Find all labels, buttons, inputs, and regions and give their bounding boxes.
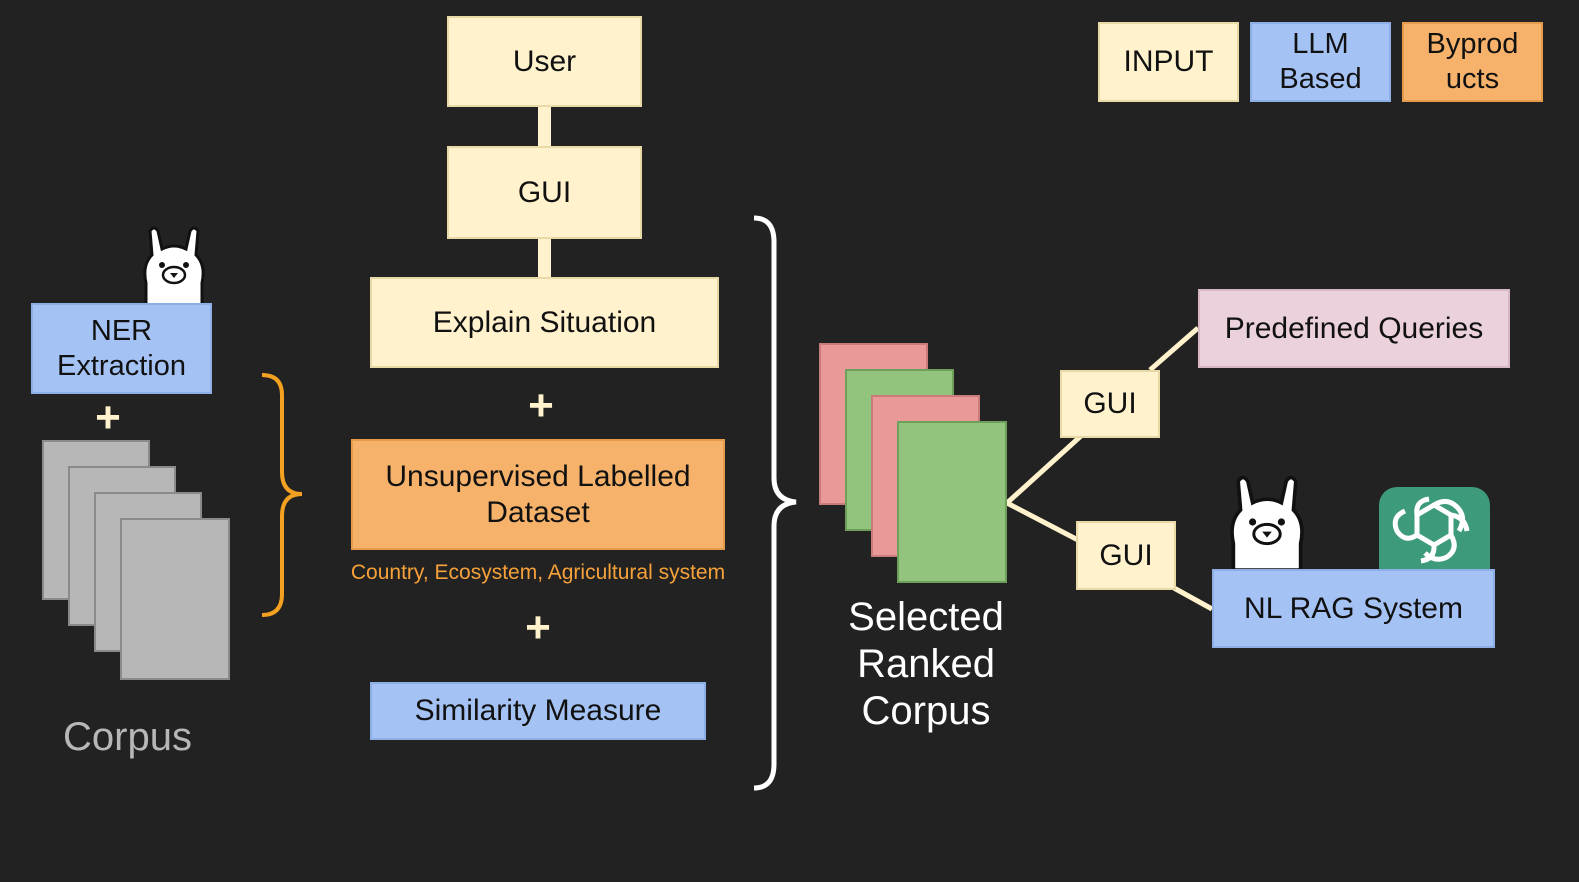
gui-box-center: GUI <box>447 146 642 239</box>
nl-rag-system-box: NL RAG System <box>1212 569 1495 648</box>
selected-line1: Selected <box>848 595 1004 639</box>
gui-center-label: GUI <box>517 175 572 209</box>
legend-byproducts-line1: Byprod <box>1426 28 1519 61</box>
nl-rag-system-label: NL RAG System <box>1244 591 1463 625</box>
connector-gui-explain <box>538 238 551 278</box>
gui-top-right-label: GUI <box>1083 387 1137 420</box>
ner-extraction-box: NER Extraction <box>31 303 212 394</box>
connector-gui-predefined <box>1148 326 1200 372</box>
corpus-document <box>120 518 230 680</box>
selected-line2: Ranked <box>857 642 995 687</box>
legend-input-label: INPUT <box>1123 45 1214 78</box>
predefined-queries-box: Predefined Queries <box>1198 289 1510 368</box>
user-box: User <box>447 16 642 107</box>
connector-user-gui <box>538 106 551 148</box>
dataset-line1: Unsupervised Labelled <box>385 459 691 493</box>
explain-situation-label: Explain Situation <box>432 305 657 339</box>
predefined-queries-label: Predefined Queries <box>1224 311 1484 345</box>
connector-corpus-gui-top <box>1005 433 1084 505</box>
ranked-document-green <box>897 421 1007 583</box>
corpus-label: Corpus <box>63 715 192 759</box>
legend-byproducts-line2: ucts <box>1445 63 1500 95</box>
gui-box-top-right: GUI <box>1060 370 1160 438</box>
legend-byproducts: Byprod ucts <box>1402 22 1543 102</box>
openai-icon <box>1379 487 1490 571</box>
selected-ranked-corpus-label: Selected Ranked Corpus <box>820 594 1032 736</box>
explain-situation-box: Explain Situation <box>370 277 719 368</box>
ner-line1: NER <box>90 314 153 347</box>
orange-brace <box>261 373 303 617</box>
plus-sign-left: + <box>95 393 121 442</box>
legend-llm-line1: LLM <box>1292 28 1349 61</box>
user-label: User <box>512 44 577 78</box>
connector-gui-rag <box>1172 585 1214 612</box>
plus-sign-center-top: + <box>528 381 554 430</box>
unsupervised-dataset-box: Unsupervised Labelled Dataset <box>351 439 725 550</box>
similarity-measure-box: Similarity Measure <box>370 682 706 740</box>
legend-llm-based: LLM Based <box>1250 22 1391 102</box>
white-brace <box>753 215 797 791</box>
legend-input: INPUT <box>1098 22 1239 102</box>
legend-llm-line2: Based <box>1279 63 1362 95</box>
similarity-measure-label: Similarity Measure <box>414 694 662 727</box>
llama-icon <box>143 226 205 305</box>
selected-line3: Corpus <box>861 689 991 734</box>
gui-box-bottom-right: GUI <box>1076 521 1176 590</box>
llama-icon <box>1230 475 1304 570</box>
connector-corpus-gui-bottom <box>1005 500 1080 543</box>
dataset-line2: Dataset <box>486 495 590 529</box>
dataset-caption: Country, Ecosystem, Agricultural system <box>350 561 726 584</box>
plus-sign-center-bottom: + <box>525 603 551 652</box>
gui-bottom-right-label: GUI <box>1099 538 1153 572</box>
ner-line2: Extraction <box>57 349 186 382</box>
